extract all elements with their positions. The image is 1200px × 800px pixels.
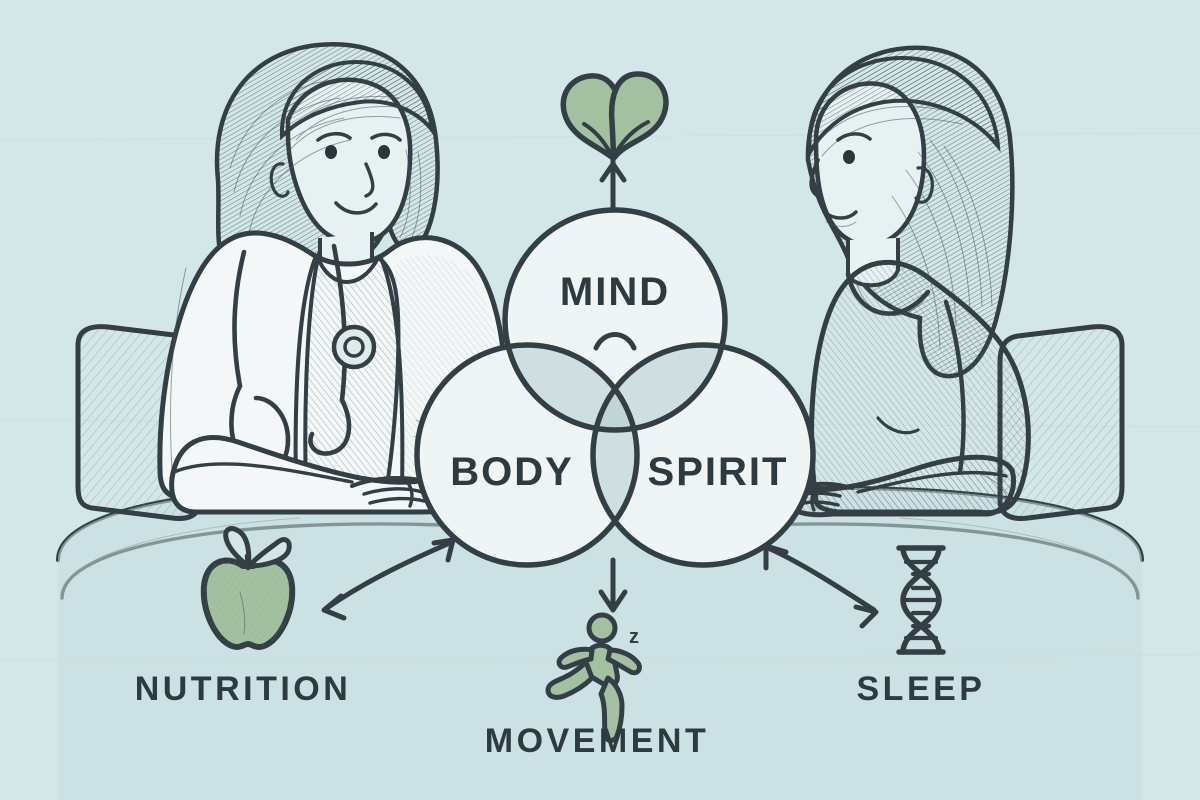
overlap-mind-body	[505, 345, 637, 430]
doctor-eye-left	[325, 145, 337, 159]
venn-circle-body[interactable]	[414, 342, 640, 568]
arrow-nutrition	[321, 537, 456, 621]
patient-hair-front	[807, 55, 1001, 159]
venn-label-spirit: SPIRIT	[648, 450, 789, 494]
doctor-hair-front	[279, 59, 435, 141]
patient-figure	[785, 45, 1031, 518]
venn-diagram[interactable]: MIND BODY SPIRIT	[414, 207, 816, 568]
doctor-eye-right	[378, 145, 390, 159]
apple-leaf-right	[246, 537, 292, 569]
doctor-ear	[269, 162, 290, 198]
growth-sprout[interactable]	[560, 71, 669, 211]
doctor-eyebrow-right	[370, 132, 402, 142]
doctor-shirt	[303, 251, 401, 492]
patient-mouth	[822, 210, 858, 220]
venn-circle-mind[interactable]	[502, 207, 728, 433]
pillar-label-sleep: SLEEP	[857, 670, 986, 708]
apple-icon	[200, 526, 296, 650]
doctor-eyebrow-left	[316, 131, 352, 142]
pillar-sleep[interactable]: SLEEP	[857, 545, 986, 708]
dna-helix-icon	[896, 545, 946, 655]
venn-label-body: BODY	[450, 450, 574, 494]
pillar-label-nutrition: NUTRITION	[135, 670, 352, 708]
smile-arc-icon	[593, 332, 637, 351]
doctor-mouth	[334, 201, 378, 215]
apple-leaf-left	[223, 526, 252, 569]
stethoscope-icon	[229, 243, 377, 475]
patient-ear	[914, 166, 934, 204]
patient-eyebrow	[836, 132, 872, 142]
stethoscope-chestpiece	[331, 324, 377, 370]
patient-nose	[809, 158, 820, 198]
z-mark-icon: z	[629, 626, 639, 648]
pillar-nutrition[interactable]: NUTRITION	[135, 526, 352, 708]
arrow-sleep	[763, 543, 879, 629]
running-person-icon: z	[545, 612, 642, 743]
doctor-nose	[364, 162, 375, 198]
venn-circle-spirit[interactable]	[590, 342, 816, 568]
venn-label-mind: MIND	[560, 270, 670, 314]
patient-eye	[843, 150, 855, 164]
pillar-label-movement: MOVEMENT	[485, 722, 709, 760]
down-arrow-icon	[598, 557, 628, 613]
pillar-movement[interactable]: z MOVEMENT	[485, 612, 709, 760]
overlap-mind-spirit	[593, 345, 725, 430]
